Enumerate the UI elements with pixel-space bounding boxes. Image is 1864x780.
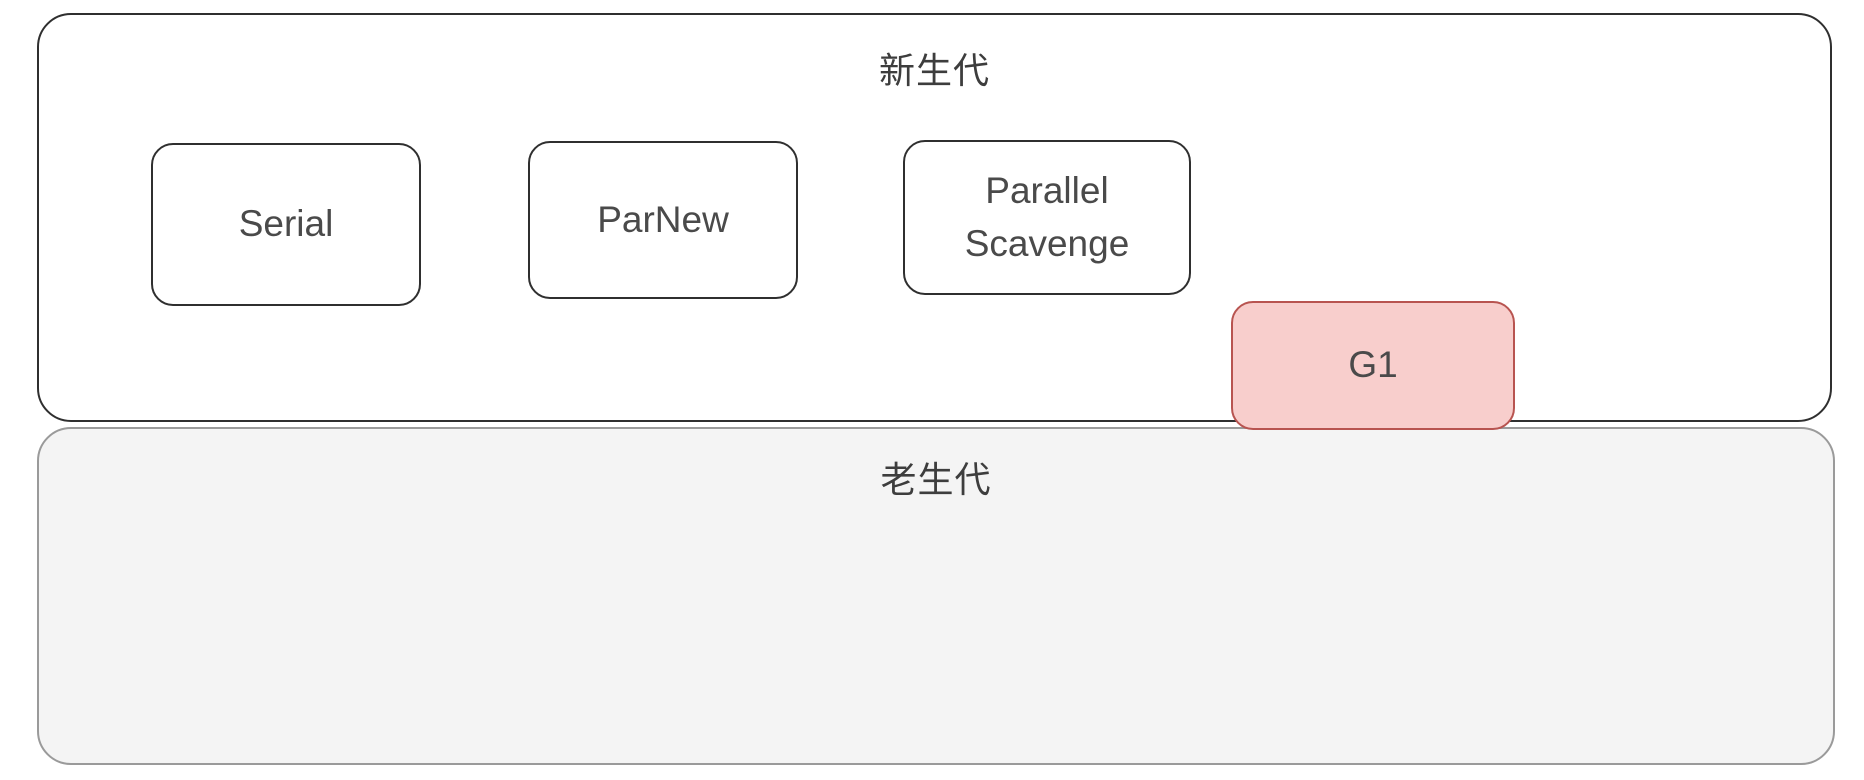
old-generation-container: 老生代 Serial Old Parallel Old CMS <box>37 427 1835 765</box>
young-generation-label: 新生代 <box>878 50 990 91</box>
old-generation-label: 老生代 <box>880 459 992 500</box>
young-generation-container: 新生代 Serial ParNew Parallel Scavenge G1 <box>37 13 1832 430</box>
collector-node-parallel-scavenge[interactable]: Parallel Scavenge <box>903 140 1191 295</box>
collector-node-g1[interactable]: G1 <box>1231 301 1515 430</box>
collector-node-parnew[interactable]: ParNew <box>528 141 798 299</box>
collector-node-serial[interactable]: Serial <box>151 143 421 306</box>
